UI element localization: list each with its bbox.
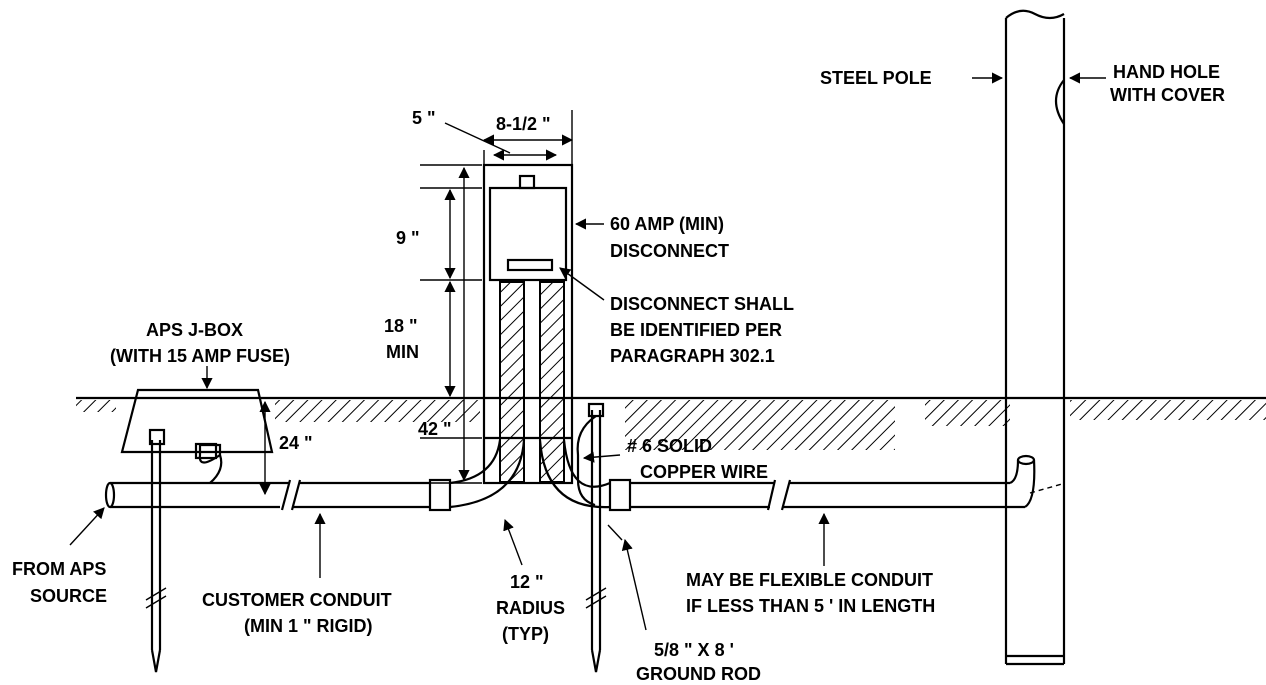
coupling-left: [428, 478, 452, 512]
label-hand-hole-2: WITH COVER: [1110, 85, 1225, 105]
label-wire-1: # 6 SOLID: [627, 436, 712, 456]
copper-wire: [576, 415, 597, 507]
label-disc-ident-1: DISCONNECT SHALL: [610, 294, 794, 314]
label-from-aps-1: FROM APS: [12, 559, 106, 579]
leader-arrows: [69, 72, 1106, 631]
label-ground-rod-1: 5/8 " X 8 ': [654, 640, 734, 660]
aps-jbox: [120, 388, 274, 454]
label-ground-rod-2: GROUND ROD: [636, 664, 761, 684]
ground-rod-right: [576, 402, 607, 673]
label-dim-24: 24 ": [279, 433, 313, 453]
disconnect-box: [488, 186, 568, 282]
disconnect-pedestal: [482, 163, 574, 485]
label-dim-min: MIN: [386, 342, 419, 362]
steel-pole: [1004, 9, 1066, 666]
hand-hole-cover: [1054, 79, 1065, 125]
ground-rod-left: [145, 440, 167, 673]
dimension-lines: [259, 110, 574, 496]
ground-surface: [76, 396, 1266, 450]
label-jbox-2: (WITH 15 AMP FUSE): [110, 346, 290, 366]
label-disconnect-2: DISCONNECT: [610, 241, 729, 261]
label-disc-ident-3: PARAGRAPH 302.1: [610, 346, 775, 366]
label-cust-conduit-1: CUSTOMER CONDUIT: [202, 590, 392, 610]
label-dim-inner-width: 5 ": [412, 108, 436, 128]
label-dim-42: 42 ": [418, 419, 452, 439]
label-dim-9: 9 ": [396, 228, 420, 248]
label-steel-pole: STEEL POLE: [820, 68, 932, 88]
label-flex-2: IF LESS THAN 5 ' IN LENGTH: [686, 596, 935, 616]
label-jbox-1: APS J-BOX: [146, 320, 243, 340]
conduit-run: [104, 439, 1063, 512]
label-radius-3: (TYP): [502, 624, 549, 644]
label-radius-1: 12 ": [510, 572, 544, 592]
label-hand-hole-1: HAND HOLE: [1113, 62, 1220, 82]
label-cust-conduit-2: (MIN 1 " RIGID): [244, 616, 373, 636]
label-disc-ident-2: BE IDENTIFIED PER: [610, 320, 782, 340]
label-wire-2: COPPER WIRE: [640, 462, 768, 482]
label-from-aps-2: SOURCE: [30, 586, 107, 606]
label-flex-1: MAY BE FLEXIBLE CONDUIT: [686, 570, 933, 590]
label-disconnect-1: 60 AMP (MIN): [610, 214, 724, 234]
label-dim-18: 18 ": [384, 316, 418, 336]
label-dim-outer-width: 8-1/2 ": [496, 114, 551, 134]
label-radius-2: RADIUS: [496, 598, 565, 618]
coupling-right: [608, 478, 632, 512]
